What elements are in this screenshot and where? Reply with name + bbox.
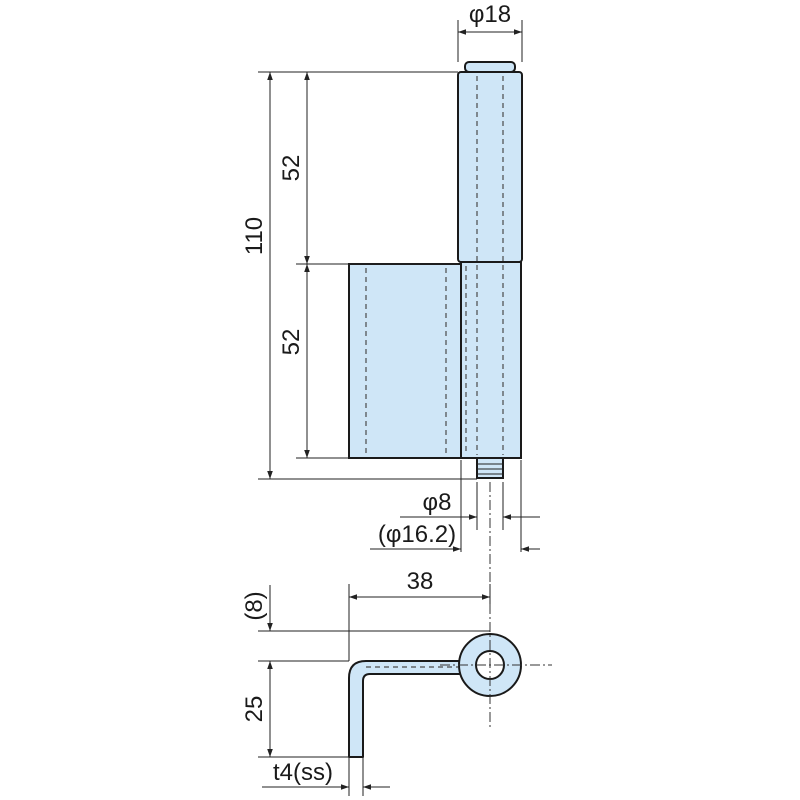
width-label: 38 [407, 568, 434, 595]
leaf-plate [348, 263, 462, 459]
threaded-stud [476, 457, 504, 479]
lower-height-label: 52 [278, 329, 305, 356]
stud-diameter-label: φ8 [423, 489, 452, 516]
leaf-profile [348, 660, 461, 758]
upper-knuckle [457, 71, 523, 263]
offset-label: (8) [241, 591, 268, 620]
pin-cap [464, 61, 516, 73]
barrel-diameter-label: (φ16.2) [378, 521, 456, 548]
top-view: 38 (8) 25 t4(ss) [241, 568, 552, 796]
total-height-label: 110 [241, 217, 268, 255]
lower-knuckle [460, 261, 522, 459]
thickness-label: t4(ss) [273, 759, 333, 786]
front-view: φ18 110 52 52 φ8 (φ16.2) [241, 1, 540, 598]
upper-height-label: 52 [278, 155, 305, 182]
pin-diameter-label: φ18 [469, 1, 511, 28]
depth-label: 25 [241, 696, 268, 723]
